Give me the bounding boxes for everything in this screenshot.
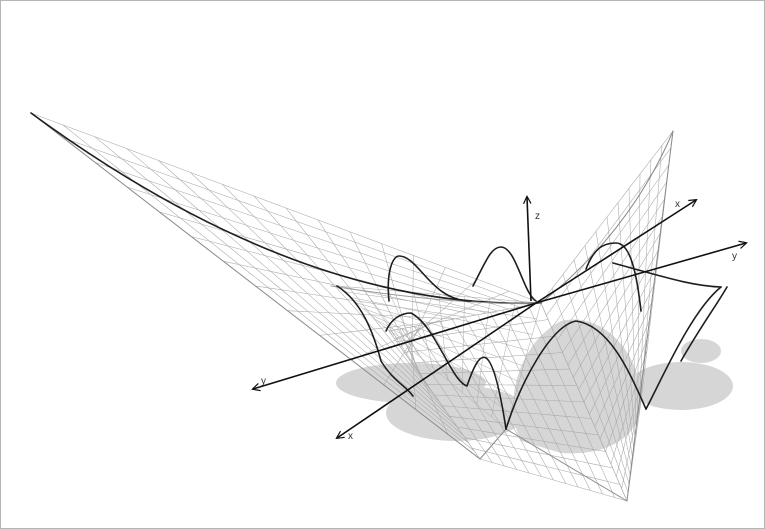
- edge-back-light: [330, 285, 542, 304]
- mesh-left-wing-v-line-1: [63, 137, 531, 306]
- mesh-left-wing-v-line-9: [319, 320, 444, 336]
- mesh-front-patch-v-line-12: [479, 458, 628, 502]
- mesh-front-patch-v-line-8: [449, 416, 599, 436]
- mesh-left-wing: [30, 112, 542, 460]
- lobe-back-right: [585, 242, 642, 312]
- lobe-front-right: [505, 320, 647, 430]
- shadow-right: [629, 362, 733, 410]
- mesh-right-spike-v-line-6: [573, 232, 662, 378]
- mesh-right-spike-v-line-11: [599, 316, 652, 440]
- mesh-back-patch-v-line-8: [388, 330, 507, 430]
- mesh-left-wing-v-line-7: [255, 285, 466, 318]
- axis-labels: z x y y x: [261, 199, 737, 442]
- x-axis-upper-label: x: [675, 199, 680, 210]
- mesh-left-wing-v-line-3: [127, 186, 509, 310]
- lobe-back-center: [472, 246, 537, 302]
- mesh-left-wing-v-line-0: [30, 112, 542, 304]
- mesh-right-spike-v-line-5: [567, 215, 664, 366]
- mesh-right-spike-v-line-0: [540, 130, 674, 304]
- lobe-right-mid: [612, 262, 722, 288]
- mesh-right-spike-v-line-14: [616, 367, 646, 477]
- mesh-right-spike-v-line-8: [583, 265, 658, 403]
- x-axis-upper: [535, 200, 696, 304]
- y-axis-left-label: y: [261, 376, 266, 387]
- ground-shadows: [336, 319, 733, 454]
- mesh-front-patch: [388, 302, 628, 502]
- mesh-front-patch-v-line-7: [442, 405, 592, 419]
- mesh-back-patch-v-line-4: [362, 308, 524, 367]
- mesh-back-patch-v-line-3: [356, 302, 528, 351]
- surface-mesh: [30, 112, 674, 502]
- y-axis-right-label: y: [732, 251, 737, 262]
- mesh-back-patch-v-line-2: [349, 297, 533, 335]
- mesh-left-wing-v-line-2: [95, 162, 520, 308]
- coordinate-axes: [253, 197, 746, 438]
- edge-upper-long: [30, 112, 542, 305]
- mesh-left-wing-v-line-6: [223, 261, 476, 316]
- mesh-front-patch-v-line-6: [434, 394, 585, 403]
- mesh-front-patch-v-line-9: [457, 426, 606, 452]
- surface-edges: [30, 112, 674, 502]
- edge-spike-right: [626, 130, 674, 502]
- lobe-front-mid: [385, 312, 507, 430]
- mesh-front-patch-v-line-5: [426, 384, 577, 386]
- edge-left-long: [30, 112, 481, 460]
- mesh-front-patch-v-line-4: [419, 368, 570, 374]
- mesh-back-patch-v-line-0: [336, 285, 542, 304]
- y-axis-left: [253, 302, 537, 389]
- mesh-right-spike-v-line-2: [551, 164, 670, 328]
- mesh-right-spike: [540, 130, 674, 502]
- mesh-front-patch-v-line-0: [388, 302, 542, 332]
- lobe-front-left: [336, 285, 414, 397]
- mesh-right-spike-v-line-9: [589, 282, 656, 415]
- z-axis: [527, 197, 532, 302]
- y-axis-right: [535, 243, 746, 304]
- x-axis-lower: [337, 302, 537, 438]
- saddle-lobes: [336, 242, 728, 430]
- x-axis-lower-label: x: [348, 431, 353, 442]
- z-axis-label: z: [535, 211, 540, 222]
- mesh-front-patch-v-line-11: [472, 448, 620, 485]
- mesh-back-patch-v-line-5: [369, 313, 520, 383]
- lobe-right-outer: [645, 286, 722, 410]
- mesh-right-spike-v-line-3: [556, 181, 668, 341]
- mesh-right-spike-v-line-4: [562, 198, 666, 353]
- edge-spike-left: [540, 130, 674, 304]
- lobe-right-inner: [680, 286, 728, 362]
- mesh-back-patch-v-line-7: [382, 325, 511, 414]
- mesh-right-spike-v-line-1: [546, 147, 672, 316]
- lobe-back-left: [387, 255, 472, 302]
- mesh-right-spike-v-line-13: [610, 350, 648, 464]
- mesh-back-patch-v-line-1: [343, 291, 537, 320]
- mesh-left-wing-v-line-4: [159, 211, 498, 312]
- mesh-right-spike-v-line-12: [605, 333, 650, 452]
- mesh-front-patch-v-line-10: [464, 437, 613, 469]
